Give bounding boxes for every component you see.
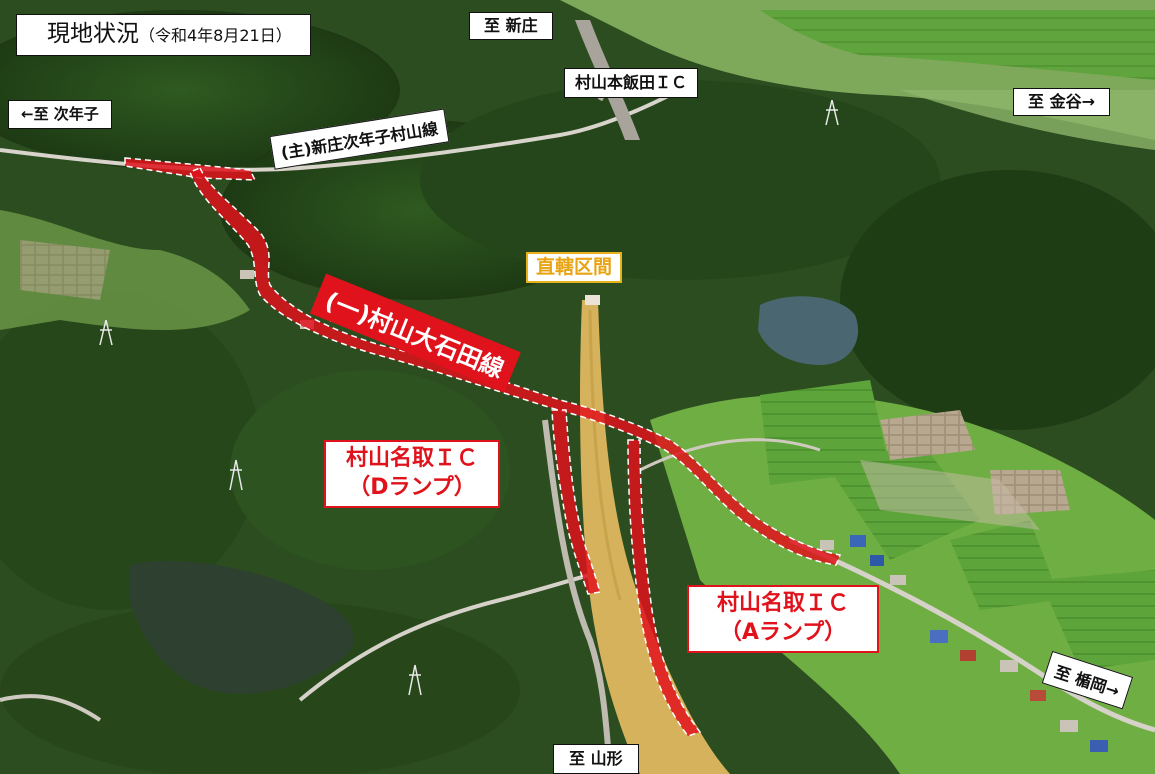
direction-shinjo: 至 新庄 <box>469 12 553 40</box>
label-ramp-a-name: 村山名取ＩＣ <box>716 591 849 616</box>
main-prefectural-road <box>0 93 671 172</box>
highlight-ramp-a <box>627 439 702 737</box>
direct-section-earthwork <box>580 300 730 774</box>
label-ramp-d: 村山名取ＩＣ （Dランプ） <box>324 440 500 509</box>
label-ramp-a-type: （Aランプ） <box>719 619 847 645</box>
direction-tsugitoshi: ←至 次年子 <box>8 100 112 129</box>
label-direct-section: 直轄区間 <box>526 252 623 283</box>
direction-kanaya: 至 金谷→ <box>1013 88 1110 116</box>
direction-yamagata: 至 山形 <box>553 744 639 774</box>
label-ramp-d-name: 村山名取ＩＣ <box>345 446 478 471</box>
power-pylons <box>99 99 839 696</box>
highlight-ramp-d <box>551 409 601 595</box>
label-ramp-d-type: （Dランプ） <box>348 474 476 500</box>
label-murayama-motoiida-ic: 村山本飯田ＩＣ <box>564 68 699 98</box>
page-title: 現地状況（令和4年8月21日） <box>16 14 311 56</box>
title-date: （令和4年8月21日） <box>139 26 292 45</box>
pond-left <box>130 561 355 694</box>
highlight-route-ichi <box>124 157 842 566</box>
houses <box>240 270 1108 752</box>
right-village-road <box>788 537 1155 733</box>
label-ramp-a: 村山名取ＩＣ （Aランプ） <box>687 585 879 654</box>
pond-right <box>758 296 859 365</box>
title-main: 現地状況 <box>47 21 139 47</box>
